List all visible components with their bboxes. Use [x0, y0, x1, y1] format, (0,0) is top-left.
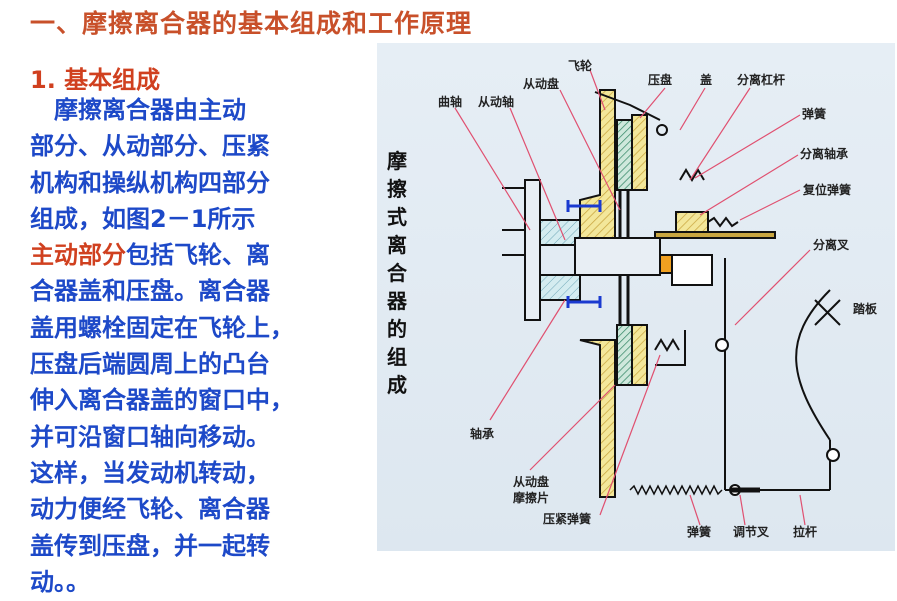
label-pressure-spring: 压紧弹簧 [543, 511, 591, 526]
body-line: 盖传到压盘，并一起转 [30, 531, 270, 560]
vtitle-char: 摩 [387, 149, 407, 173]
vtitle-char: 离 [387, 233, 407, 257]
slide-title: 一、摩擦离合器的基本组成和工作原理 [30, 9, 473, 38]
body-line: 部分、从动部分、压紧 [30, 132, 270, 161]
leader-lines [454, 69, 811, 526]
mechanism-lines [502, 89, 841, 498]
label-pedal: 踏板 [853, 301, 878, 316]
label-return-spring: 复位弹簧 [802, 182, 851, 197]
body-text: 摩擦离合器由主动 部分、从动部分、压紧 机构和操纵机构四部分 组成，如图2－1所… [30, 92, 370, 600]
bolts [566, 200, 602, 308]
highlight-rest: 包括飞轮、离 [126, 241, 270, 270]
body-line: 动力便经飞轮、离合器 [30, 495, 270, 524]
vtitle-char: 合 [387, 261, 408, 285]
body-line: 摩擦离合器由主动 [30, 96, 246, 124]
vtitle-char: 的 [387, 317, 407, 341]
label-friction-plate: 摩擦片 [513, 490, 549, 505]
body-line: 动。。 [30, 567, 90, 596]
label-release-bearing: 分离轴承 [800, 146, 848, 161]
label-driven-disc-2: 从动盘 [513, 474, 549, 489]
body-line: 伸入离合器盖的窗口中， [30, 386, 294, 415]
body-line: 这样，当发动机转动， [30, 458, 270, 487]
label-flywheel: 飞轮 [568, 58, 593, 73]
label-release-lever: 分离杠杆 [737, 72, 785, 87]
body-line: 组成，如图2－1所示 [30, 204, 256, 233]
label-cover: 盖 [700, 72, 712, 87]
label-crankshaft: 曲轴 [438, 94, 462, 109]
label-spring-2: 弹簧 [687, 524, 711, 539]
vtitle-char: 组 [387, 345, 407, 369]
body-line-highlight: 主动部分包括飞轮、离 [30, 237, 370, 273]
diagram-labels: 飞轮 从动盘 曲轴 从动轴 压盘 盖 分离杠杆 弹簧 分离轴承 复位弹簧 分离叉… [438, 58, 878, 539]
label-driven-disc: 从动盘 [523, 76, 559, 91]
body-line: 盖用螺栓固定在飞轮上， [30, 313, 294, 342]
vtitle-char: 式 [387, 205, 407, 229]
label-bearing: 轴承 [470, 426, 494, 441]
body-line: 压盘后端圆周上的凸台 [30, 350, 270, 379]
label-adjust-fork: 调节叉 [733, 524, 770, 539]
label-driven-shaft: 从动轴 [478, 94, 514, 109]
label-pull-rod: 拉杆 [793, 524, 817, 539]
vtitle-char: 器 [386, 289, 408, 313]
label-spring: 弹簧 [802, 106, 826, 121]
body-line: 机构和操纵机构四部分 [30, 168, 270, 197]
label-release-fork: 分离叉 [813, 237, 850, 252]
body-line: 合器盖和压盘。离合器 [30, 277, 270, 306]
vtitle-char: 擦 [387, 177, 407, 201]
section-heading: 1. 基本组成 [30, 66, 161, 94]
vtitle-char: 成 [387, 373, 407, 397]
body-line: 并可沿窗口轴向移动。 [30, 422, 270, 451]
vertical-title: 摩 擦 式 离 合 器 的 组 成 [386, 149, 408, 397]
label-pressure-plate: 压盘 [648, 72, 672, 87]
highlight-term: 主动部分 [30, 241, 126, 270]
